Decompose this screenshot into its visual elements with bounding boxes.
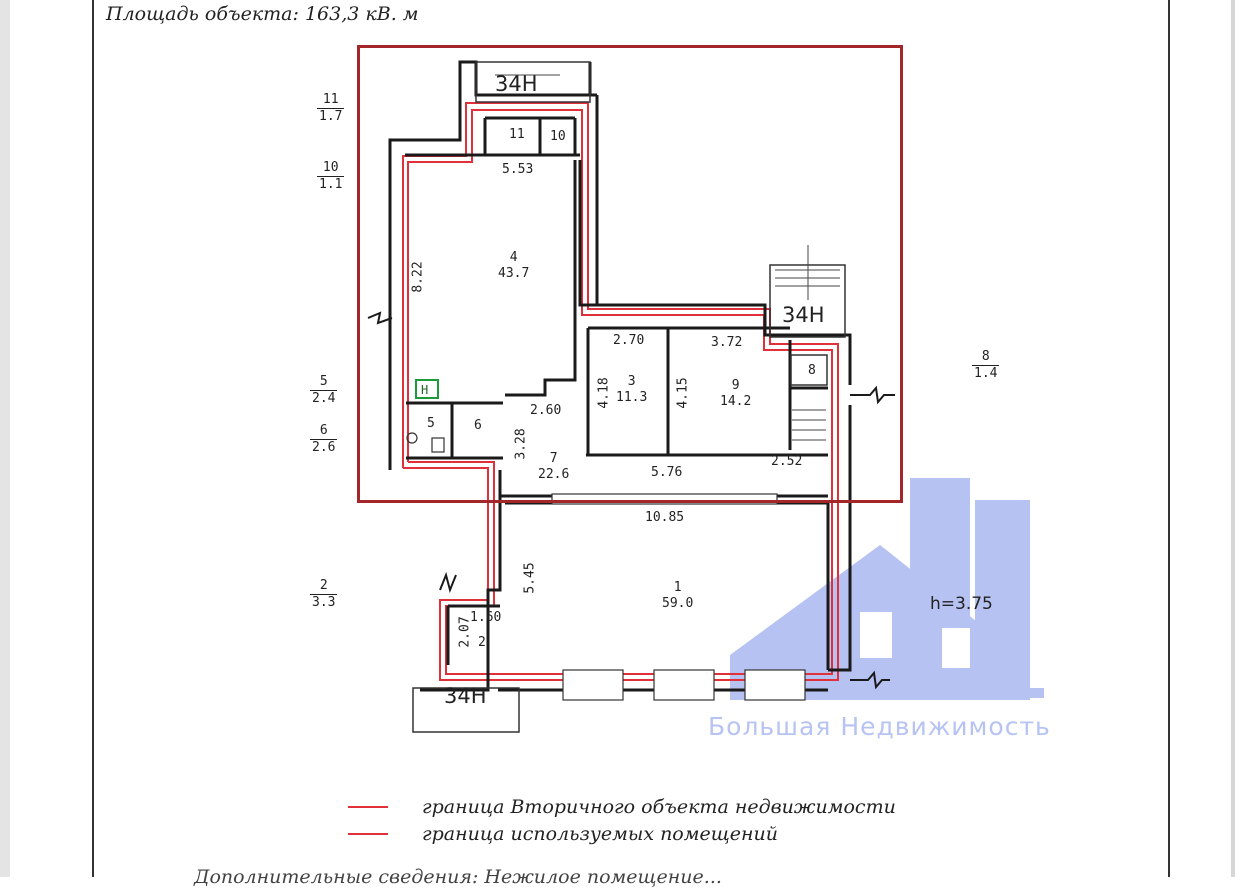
- scan-right-edge: [1231, 0, 1235, 877]
- dim-328: 3.28: [513, 428, 529, 460]
- dim-415: 4.15: [675, 377, 691, 409]
- dim-418: 4.18: [596, 377, 612, 409]
- legend-row-1: граница Вторичного объекта недвижимости: [348, 795, 896, 819]
- dim-207: 2.07: [457, 616, 473, 648]
- sheet-border-right: [1168, 0, 1170, 877]
- stair-marker-label: Н: [421, 383, 429, 397]
- dim-260: 2.60: [530, 403, 562, 418]
- dim-372: 3.72: [711, 335, 743, 350]
- legend-text-secondary-object: граница Вторичного объекта недвижимости: [422, 796, 896, 818]
- footer-note: Дополнительные сведения: Нежилое помещен…: [194, 866, 722, 888]
- watermark-text: Большая Недвижимость: [708, 712, 1051, 741]
- room-number-11: 11: [509, 127, 525, 142]
- legend-swatch-used-premises: [348, 833, 388, 835]
- dim-553: 5.53: [502, 162, 534, 177]
- scan-left-edge: [0, 0, 10, 877]
- break-marks: [367, 311, 895, 690]
- room-number-6: 6: [474, 418, 482, 433]
- dim-270: 2.70: [613, 333, 645, 348]
- dim-545: 5.45: [522, 562, 538, 594]
- dim-160: 1.60: [470, 610, 502, 625]
- dim-1085: 10.85: [645, 510, 685, 525]
- dim-576: 5.76: [651, 465, 683, 480]
- room-number-5: 5: [427, 416, 435, 431]
- sheet-border-left: [92, 0, 94, 877]
- legend-row-2: граница используемых помещений: [348, 822, 778, 846]
- room-number-10: 10: [550, 129, 566, 144]
- room-number-8: 8: [808, 363, 816, 378]
- tag-34n-right: 34Н: [782, 303, 825, 327]
- legend-text-used-premises: граница используемых помещений: [422, 823, 778, 845]
- area-title: Площадь объекта: 163,3 кВ. м: [106, 3, 419, 25]
- ceiling-height-label: h=3.75: [930, 594, 993, 614]
- watermark-logo: [730, 478, 1044, 700]
- fixtures: [406, 432, 445, 453]
- dim-822: 8.22: [410, 261, 426, 293]
- room-number-2: 2: [478, 635, 486, 650]
- windows: [551, 493, 806, 701]
- tag-34n-bottom: 34Н: [444, 684, 487, 708]
- stairs: [495, 74, 840, 441]
- stair-marker-box: [415, 379, 439, 399]
- tag-34n-top: 34Н: [495, 72, 538, 96]
- legend-swatch-secondary-object: [348, 806, 388, 808]
- dim-252: 2.52: [771, 454, 803, 469]
